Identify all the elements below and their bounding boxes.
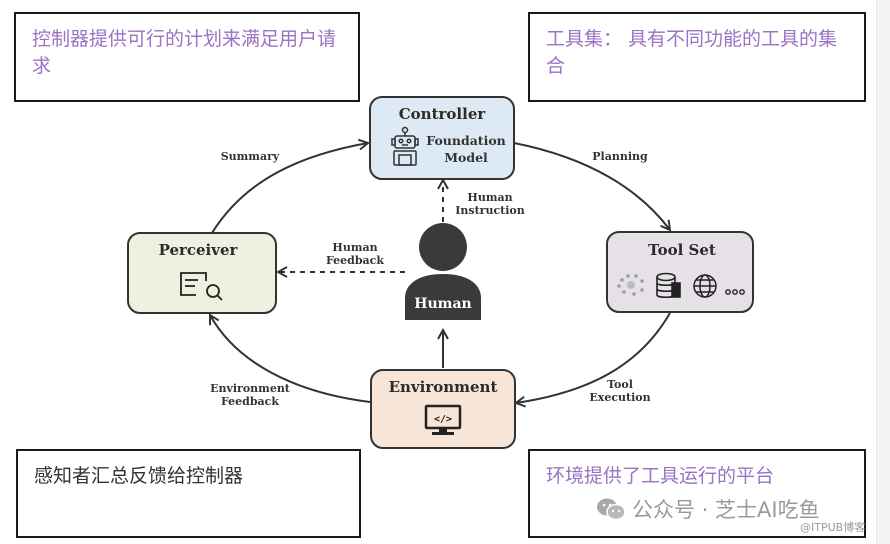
wechat-watermark: 公众号 · 芝士AI吃鱼 (596, 494, 820, 526)
human-instruction-label-2: Instruction (455, 204, 525, 217)
summary-label: Summary (221, 150, 280, 163)
tool-execution-label-1: Tool (607, 378, 633, 391)
human-title: Human (414, 296, 471, 312)
perceiver-title: Perceiver (159, 241, 239, 259)
document-search-icon (180, 272, 223, 301)
human-node: Human (405, 223, 481, 320)
environment-feedback-label-1: Environment (210, 382, 291, 395)
environment-note: 环境提供了工具运行的平台 (528, 449, 866, 538)
person-head-icon (419, 223, 467, 271)
network-icon (617, 274, 644, 296)
planning-label: Planning (592, 150, 648, 163)
environment-feedback-label-2: Feedback (221, 395, 279, 408)
toolset-note: 工具集： 具有不同功能的工具的集合 (528, 12, 866, 102)
scrollbar-strip (876, 0, 890, 544)
summary-edge (211, 143, 368, 234)
more-icon (725, 289, 745, 295)
controller-note: 控制器提供可行的计划来满足用户请求 (14, 12, 360, 102)
svg-text:</>: </> (434, 414, 452, 425)
controller-subtitle-1: Foundation (426, 133, 506, 148)
human-feedback-label-1: Human (332, 241, 377, 254)
database-server-icon (656, 272, 681, 299)
wechat-watermark-text: 公众号 · 芝士AI吃鱼 (632, 498, 820, 522)
human-instruction-label-1: Human (467, 191, 512, 204)
globe-icon (693, 274, 717, 298)
robot-icon (391, 126, 419, 166)
toolset-title: Tool Set (648, 241, 716, 259)
planning-edge (513, 142, 670, 230)
itpub-watermark: @ITPUB博客 (800, 521, 866, 534)
wechat-icon (596, 497, 626, 526)
environment-title: Environment (389, 378, 498, 396)
perceiver-node: Perceiver (127, 232, 277, 314)
tool-execution-edge (516, 312, 671, 403)
toolset-node: Tool Set (606, 231, 754, 313)
perceiver-note: 感知者汇总反馈给控制器 (16, 449, 361, 538)
controller-subtitle-2: Model (444, 150, 488, 165)
controller-title: Controller (399, 105, 487, 123)
environment-feedback-edge (210, 315, 371, 403)
monitor-code-icon: </> (424, 404, 462, 435)
environment-node: Environment </> (370, 369, 516, 449)
tool-execution-label-2: Execution (589, 391, 650, 404)
controller-node: Controller Foundation Model (369, 96, 515, 180)
human-feedback-label-2: Feedback (326, 254, 384, 267)
person-body-icon (405, 274, 481, 320)
